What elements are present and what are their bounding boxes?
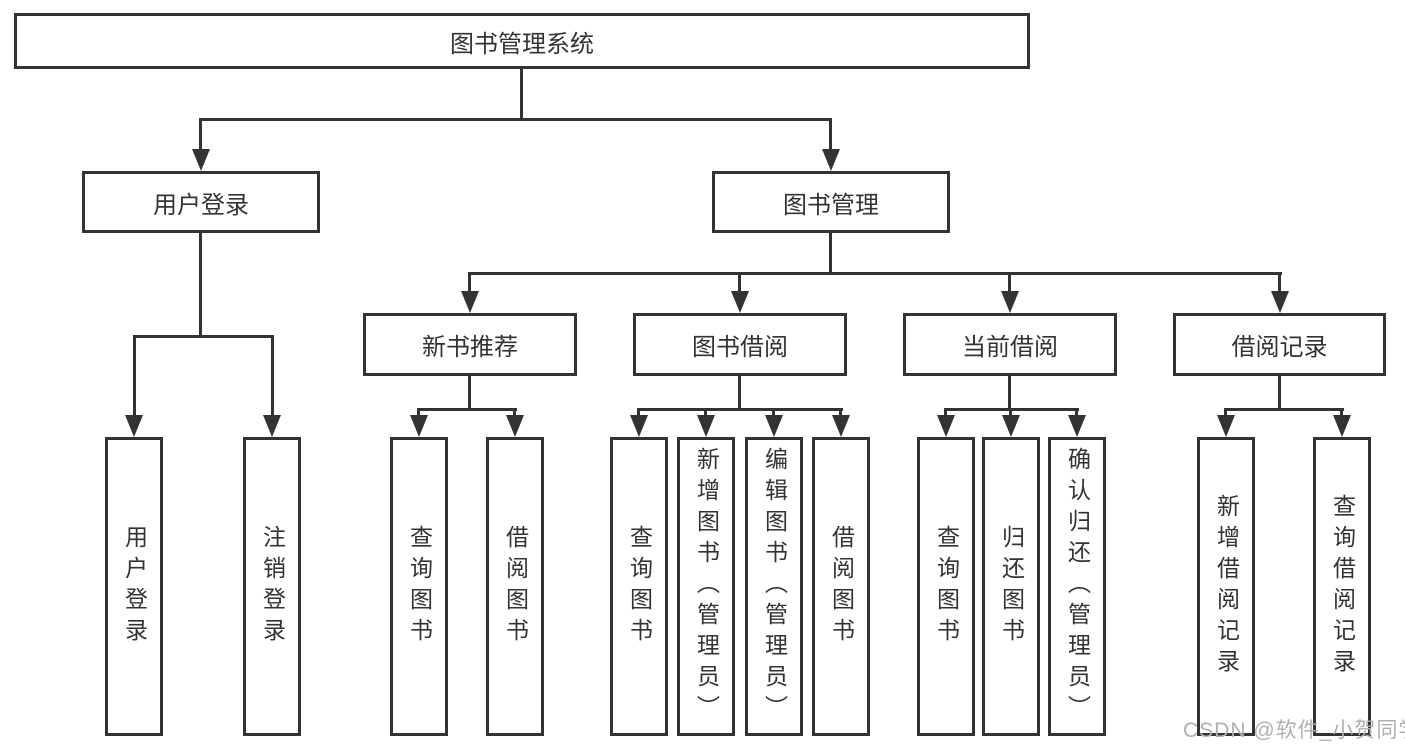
- connector-book-borrow-bus: [637, 408, 843, 411]
- leaf-query-book-3: 查询图书: [917, 437, 975, 736]
- connector-drop-book-management: [829, 118, 832, 151]
- arrow-down-icon: [461, 291, 479, 313]
- arrow-down-icon: [1217, 415, 1235, 437]
- connector-drop-leaf-user-login: [133, 335, 136, 416]
- leaf-user-login-label: 用户登录: [121, 524, 148, 649]
- leaf-add-borrow-record-label: 新增借阅记录: [1213, 493, 1240, 680]
- csdn-watermark: CSDN @软件_小贺同学: [1183, 719, 1405, 742]
- connector-drop-borrow-record: [1278, 272, 1281, 293]
- node-book-management-label: 图书管理: [783, 191, 879, 219]
- arrow-down-icon: [1333, 415, 1351, 437]
- connector-drop: [1075, 408, 1078, 417]
- node-book-borrow-label: 图书借阅: [692, 334, 788, 361]
- connector-borrow-record-stem: [1278, 376, 1281, 408]
- node-root: 图书管理系统: [14, 13, 1030, 69]
- leaf-confirm-return-admin-label: 确认归还（管理员）: [1064, 447, 1091, 726]
- arrow-down-icon: [630, 415, 648, 437]
- connector-drop: [637, 408, 640, 417]
- leaf-borrow-book-1: 借阅图书: [486, 437, 544, 736]
- arrow-down-icon: [937, 415, 955, 437]
- arrow-down-icon: [125, 415, 143, 437]
- connector-book-borrow-stem: [738, 376, 741, 408]
- arrow-down-icon: [192, 149, 210, 171]
- leaf-borrow-book-1-label: 借阅图书: [502, 524, 529, 649]
- leaf-logout: 注销登录: [243, 437, 301, 736]
- node-new-book-recommend: 新书推荐: [363, 313, 577, 376]
- node-user-login: 用户登录: [82, 171, 320, 233]
- connector-book-management-stem: [829, 233, 832, 272]
- connector-drop: [944, 408, 947, 417]
- connector-drop: [1009, 408, 1012, 417]
- arrow-down-icon: [1001, 291, 1019, 313]
- connector-drop: [839, 408, 842, 417]
- connector-drop: [513, 408, 516, 417]
- connector-drop: [1224, 408, 1227, 417]
- connector-drop: [1340, 408, 1343, 417]
- leaf-edit-book-admin: 编辑图书（管理员）: [745, 437, 803, 736]
- leaf-query-book-1-label: 查询图书: [406, 524, 433, 649]
- node-borrow-record: 借阅记录: [1173, 313, 1386, 376]
- connector-root-stem: [520, 69, 523, 118]
- leaf-query-book-2: 查询图书: [610, 437, 668, 736]
- leaf-query-book-2-label: 查询图书: [626, 524, 653, 649]
- arrow-down-icon: [832, 415, 850, 437]
- connector-user-login-stem: [199, 233, 202, 335]
- leaf-borrow-book-2: 借阅图书: [812, 437, 870, 736]
- node-new-book-recommend-label: 新书推荐: [422, 334, 518, 361]
- connector-new-book-bus: [417, 408, 517, 411]
- leaf-add-borrow-record: 新增借阅记录: [1197, 437, 1255, 736]
- connector-drop-user-login: [199, 118, 202, 151]
- arrow-down-icon: [822, 149, 840, 171]
- connector-drop-leaf-logout: [271, 335, 274, 416]
- node-user-login-label: 用户登录: [153, 191, 249, 219]
- leaf-borrow-book-2-label: 借阅图书: [828, 524, 855, 649]
- arrow-down-icon: [263, 415, 281, 437]
- leaf-add-book-admin-label: 新增图书（管理员）: [693, 447, 720, 726]
- leaf-logout-label: 注销登录: [259, 524, 286, 649]
- node-borrow-record-label: 借阅记录: [1231, 334, 1328, 361]
- node-root-label: 图书管理系统: [450, 30, 594, 58]
- arrow-down-icon: [506, 415, 524, 437]
- connector-drop-book-borrow: [738, 272, 741, 293]
- leaf-query-book-1: 查询图书: [390, 437, 448, 736]
- node-current-borrow: 当前借阅: [903, 313, 1117, 376]
- arrow-down-icon: [410, 415, 428, 437]
- leaf-query-borrow-record: 查询借阅记录: [1313, 437, 1371, 736]
- node-current-borrow-label: 当前借阅: [962, 334, 1058, 361]
- leaf-user-login: 用户登录: [105, 437, 163, 736]
- leaf-query-borrow-record-label: 查询借阅记录: [1329, 493, 1356, 680]
- node-book-borrow: 图书借阅: [633, 313, 847, 376]
- leaf-edit-book-admin-label: 编辑图书（管理员）: [761, 447, 788, 726]
- connector-level1-bus: [199, 118, 832, 121]
- leaf-query-book-3-label: 查询图书: [933, 524, 960, 649]
- arrow-down-icon: [1068, 415, 1086, 437]
- connector-drop: [417, 408, 420, 417]
- connector-current-borrow-stem: [1008, 376, 1011, 408]
- node-book-management: 图书管理: [712, 171, 950, 233]
- leaf-return-book-label: 归还图书: [998, 524, 1025, 649]
- connector-drop-current-borrow: [1008, 272, 1011, 293]
- connector-drop: [704, 408, 707, 417]
- leaf-confirm-return-admin: 确认归还（管理员）: [1048, 437, 1106, 736]
- arrow-down-icon: [697, 415, 715, 437]
- leaf-return-book: 归还图书: [982, 437, 1040, 736]
- leaf-add-book-admin: 新增图书（管理员）: [677, 437, 735, 736]
- connector-new-book-stem: [468, 376, 471, 408]
- arrow-down-icon: [765, 415, 783, 437]
- connector-level3-bus: [469, 272, 1282, 275]
- connector-borrow-record-bus: [1224, 408, 1344, 411]
- arrow-down-icon: [731, 291, 749, 313]
- connector-drop-new-book: [468, 272, 471, 293]
- arrow-down-icon: [1002, 415, 1020, 437]
- arrow-down-icon: [1271, 291, 1289, 313]
- connector-user-login-bus: [133, 335, 273, 338]
- connector-drop: [772, 408, 775, 417]
